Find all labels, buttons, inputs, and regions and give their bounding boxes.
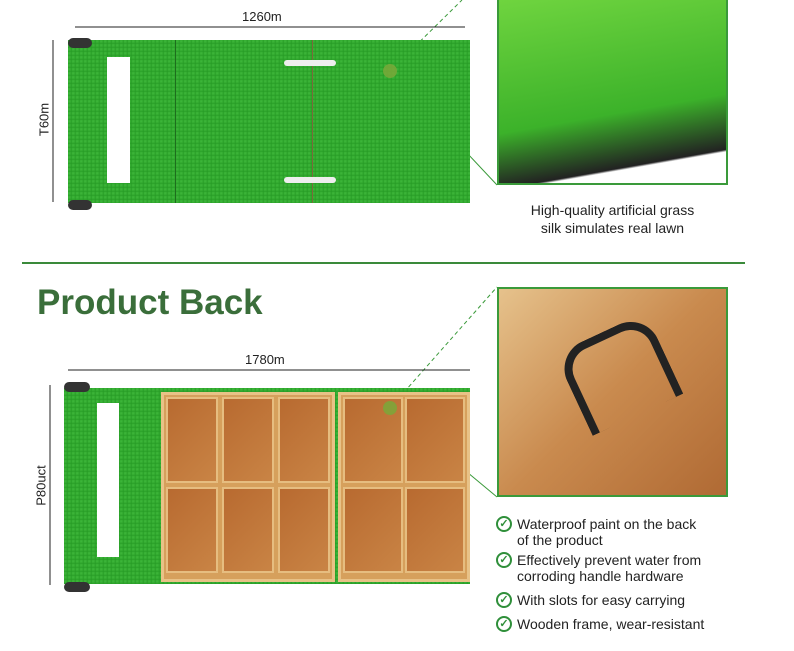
caption-line: silk simulates real lawn (540, 220, 685, 236)
wood-handle-closeup-photo (497, 287, 728, 497)
height-label: T60m (36, 102, 52, 137)
mat-back (64, 388, 470, 584)
feature-item: ✓With slots for easy carrying (496, 592, 746, 608)
feature-item: ✓Wooden frame, wear-resistant (496, 616, 746, 632)
width-label: 1780m (245, 352, 285, 367)
check-icon: ✓ (496, 516, 512, 532)
hinge (284, 60, 336, 66)
check-icon: ✓ (496, 592, 512, 608)
check-icon: ✓ (496, 552, 512, 568)
wheel (68, 38, 92, 48)
check-icon: ✓ (496, 616, 512, 632)
section-title: Product Back (37, 283, 263, 322)
wheel (64, 582, 90, 592)
width-label: 1260m (242, 9, 282, 24)
handle-slot (97, 403, 119, 557)
grass-closeup-photo (497, 0, 728, 185)
wood-frame-left (161, 392, 335, 582)
handle (554, 312, 684, 436)
height-label: P80uct (33, 465, 49, 506)
wood-frame-right (338, 392, 470, 582)
handle-slot (107, 57, 130, 183)
callout-dot (383, 64, 397, 78)
grass-caption: High-quality artificial grass silk simul… (497, 201, 728, 237)
callout-dot (383, 401, 397, 415)
caption-line: High-quality artificial grass (530, 202, 695, 218)
wheel (68, 200, 92, 210)
grass-mat-top (68, 40, 470, 203)
wheel (64, 382, 90, 392)
hinge (284, 177, 336, 183)
